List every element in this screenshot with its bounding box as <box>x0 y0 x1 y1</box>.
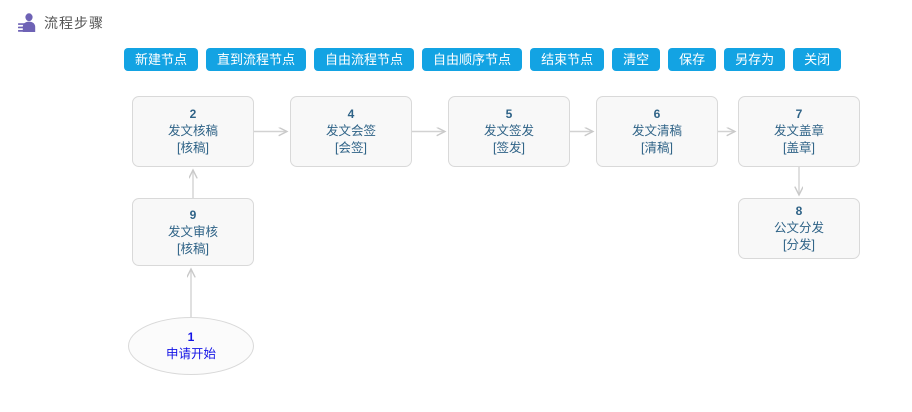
node-role: [清稿] <box>641 141 673 155</box>
node-role: [会签] <box>335 141 367 155</box>
save-button[interactable]: 保存 <box>668 48 717 71</box>
save-as-button[interactable]: 另存为 <box>724 48 786 71</box>
flow-edges <box>0 80 912 317</box>
flow-node-8[interactable]: 8 公文分发 [分发] <box>738 198 860 259</box>
free-flow-node-button[interactable]: 自由流程节点 <box>314 48 415 71</box>
node-name: 发文盖章 <box>773 124 824 138</box>
node-role: [分发] <box>783 238 815 252</box>
flow-node-5[interactable]: 5 发文签发 [签发] <box>448 96 570 167</box>
node-name: 发文会签 <box>325 124 376 138</box>
node-role: [盖章] <box>783 141 815 155</box>
node-role: [核稿] <box>177 241 209 256</box>
node-number: 5 <box>505 107 513 121</box>
node-number: 4 <box>347 107 355 121</box>
page-title: 流程步骤 <box>44 15 104 31</box>
clear-button[interactable]: 清空 <box>612 48 661 71</box>
flow-node-1[interactable]: 1 申请开始 <box>128 317 254 375</box>
node-name: 发文签发 <box>483 124 534 138</box>
end-node-button[interactable]: 结束节点 <box>530 48 605 71</box>
flow-diagram-canvas[interactable]: 2 发文核稿 [核稿] 4 发文会签 [会签] 5 发文签发 [签发] 6 发文清稿 [清稿] 7 发文盖… <box>0 80 912 412</box>
flow-node-2[interactable]: 2 发文核稿 [核稿] <box>132 96 254 167</box>
node-number: 2 <box>189 107 197 121</box>
node-number: 7 <box>795 107 803 121</box>
node-number: 8 <box>795 204 803 218</box>
free-order-node-button[interactable]: 自由顺序节点 <box>422 48 523 71</box>
node-number: 6 <box>653 107 661 121</box>
flow-node-9[interactable]: 9 发文审核 [核稿] <box>132 198 254 266</box>
page-header: 流程步骤 <box>0 0 912 44</box>
user-list-icon <box>16 12 38 34</box>
toolbar: 新建节点直到流程节点自由流程节点自由顺序节点结束节点清空保存另存为关闭 <box>124 48 842 71</box>
flow-node-7[interactable]: 7 发文盖章 [盖章] <box>738 96 860 167</box>
node-name: 公文分发 <box>773 221 824 235</box>
node-name: 发文审核 <box>167 224 218 239</box>
new-node-button[interactable]: 新建节点 <box>124 48 199 71</box>
node-name: 发文清稿 <box>631 124 682 138</box>
flow-node-4[interactable]: 4 发文会签 [会签] <box>290 96 412 167</box>
node-role: [核稿] <box>177 141 209 155</box>
node-number: 9 <box>189 207 197 222</box>
node-role: [签发] <box>493 141 525 155</box>
until-flow-node-button[interactable]: 直到流程节点 <box>206 48 307 71</box>
node-number: 1 <box>187 330 195 344</box>
flow-node-6[interactable]: 6 发文清稿 [清稿] <box>596 96 718 167</box>
close-button[interactable]: 关闭 <box>793 48 842 71</box>
node-name: 申请开始 <box>165 347 216 361</box>
node-name: 发文核稿 <box>167 124 218 138</box>
